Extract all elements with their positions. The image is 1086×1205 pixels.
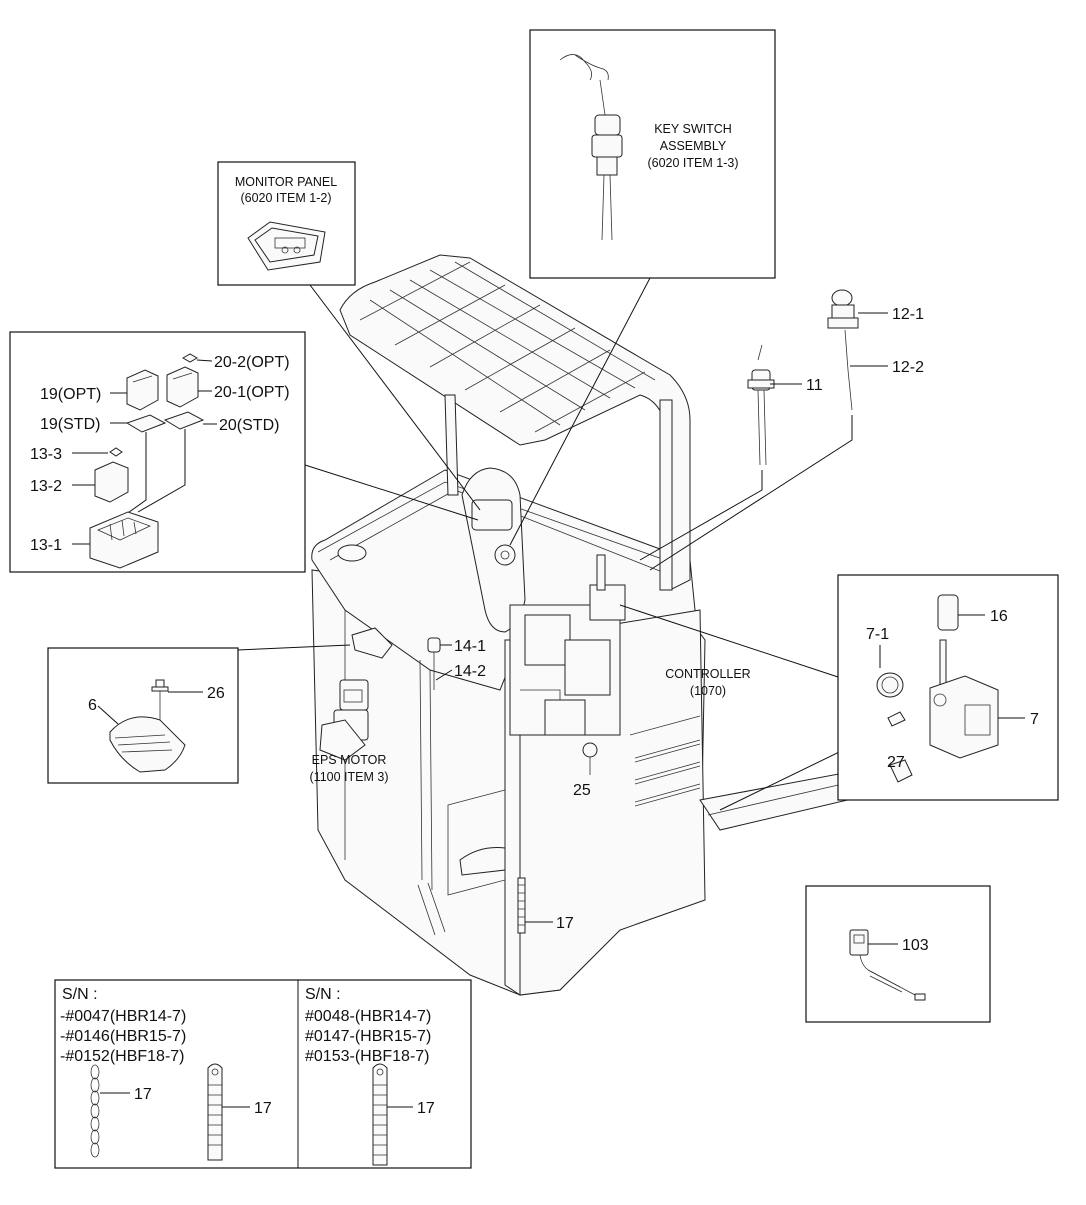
- leader-lines: [236, 277, 906, 811]
- callout-7-1: 7-1: [866, 626, 889, 643]
- serial-line-left-3: -#0152(HBF18-7): [60, 1048, 185, 1065]
- part-103-box: 103: [805, 885, 991, 1023]
- monitor-caption-1: MONITOR PANEL: [235, 175, 337, 189]
- switch-11: 11: [747, 344, 823, 466]
- callout-20-1: 20-1(OPT): [214, 384, 290, 401]
- key-switch-drawing: [559, 54, 623, 241]
- callout-17-strap-right: 17: [417, 1100, 435, 1117]
- part-14-1: [427, 637, 441, 690]
- serial-table: S/N : -#0047(HBR14-7) -#0146(HBR15-7) -#…: [54, 979, 472, 1169]
- callout-14-1: 14-1: [454, 638, 486, 655]
- control-handle: [461, 467, 526, 633]
- controller-caption-1: CONTROLLER: [665, 667, 750, 681]
- controller-caption-2: (1070): [690, 684, 726, 698]
- callout-11: 11: [806, 377, 823, 394]
- callout-19-opt: 19(OPT): [40, 386, 101, 403]
- serial-line-left-2: -#0146(HBR15-7): [60, 1028, 186, 1045]
- leader-14-2: [435, 669, 453, 681]
- eps-motor: [319, 679, 369, 761]
- eps-motor-caption-1: EPS MOTOR: [312, 753, 387, 767]
- callout-13-3: 13-3: [30, 446, 62, 463]
- controller-detail-box: 16 7-1 7 27: [837, 574, 1059, 801]
- pedal-6-box: 26 6: [47, 647, 239, 784]
- callout-16: 16: [990, 608, 1008, 625]
- callout-12-1: 12-1: [892, 306, 924, 323]
- callout-25: 25: [573, 782, 591, 799]
- callout-20-2: 20-2(OPT): [214, 354, 290, 371]
- strap-17-left-drawing: [207, 1063, 223, 1161]
- callout-17-strap-left: 17: [254, 1100, 272, 1117]
- callout-17-main: 17: [556, 915, 574, 932]
- key-switch-caption-1: KEY SWITCH: [654, 122, 732, 136]
- callout-26: 26: [207, 685, 225, 702]
- key-switch-caption-3: (6020 ITEM 1-3): [647, 156, 738, 170]
- callout-13-1: 13-1: [30, 537, 62, 554]
- callout-103: 103: [902, 937, 929, 954]
- callout-17-chain: 17: [134, 1086, 152, 1103]
- serial-line-right-1: #0048-(HBR14-7): [305, 1008, 431, 1025]
- callout-7: 7: [1030, 711, 1039, 728]
- switch-12: 12-1 12-2: [827, 289, 924, 411]
- callout-6: 6: [88, 697, 97, 714]
- serial-heading-left: S/N :: [62, 986, 98, 1003]
- callout-12-2: 12-2: [892, 359, 924, 376]
- callout-14-2: 14-2: [454, 663, 486, 680]
- callout-13-2: 13-2: [30, 478, 62, 495]
- controller-assembly: [509, 554, 626, 775]
- strap-17-right-drawing: [372, 1063, 388, 1166]
- monitor-caption-2: (6020 ITEM 1-2): [240, 191, 331, 205]
- switch-panel-box: 20-2(OPT) 19(OPT) 20-1(OPT) 19(STD) 20(S…: [9, 331, 306, 573]
- callout-27: 27: [887, 754, 905, 771]
- key-switch-caption-2: ASSEMBLY: [660, 139, 727, 153]
- callout-19-std: 19(STD): [40, 416, 100, 433]
- chain-17-drawing: [90, 1064, 100, 1158]
- eps-motor-caption-2: (1100 ITEM 3): [310, 770, 389, 784]
- serial-line-right-3: #0153-(HBF18-7): [305, 1048, 430, 1065]
- monitor-panel-box: MONITOR PANEL (6020 ITEM 1-2): [217, 161, 356, 286]
- strap-17-mounted: [517, 877, 526, 934]
- monitor-panel-drawing: [247, 221, 326, 271]
- serial-line-right-2: #0147-(HBR15-7): [305, 1028, 431, 1045]
- serial-heading-right: S/N :: [305, 986, 341, 1003]
- callout-20-std: 20(STD): [219, 417, 279, 434]
- part-6-mounted: [351, 627, 393, 659]
- overhead-guard: [339, 254, 691, 591]
- serial-line-left-1: -#0047(HBR14-7): [60, 1008, 186, 1025]
- key-switch-box: KEY SWITCH ASSEMBLY (6020 ITEM 1-3): [529, 29, 776, 279]
